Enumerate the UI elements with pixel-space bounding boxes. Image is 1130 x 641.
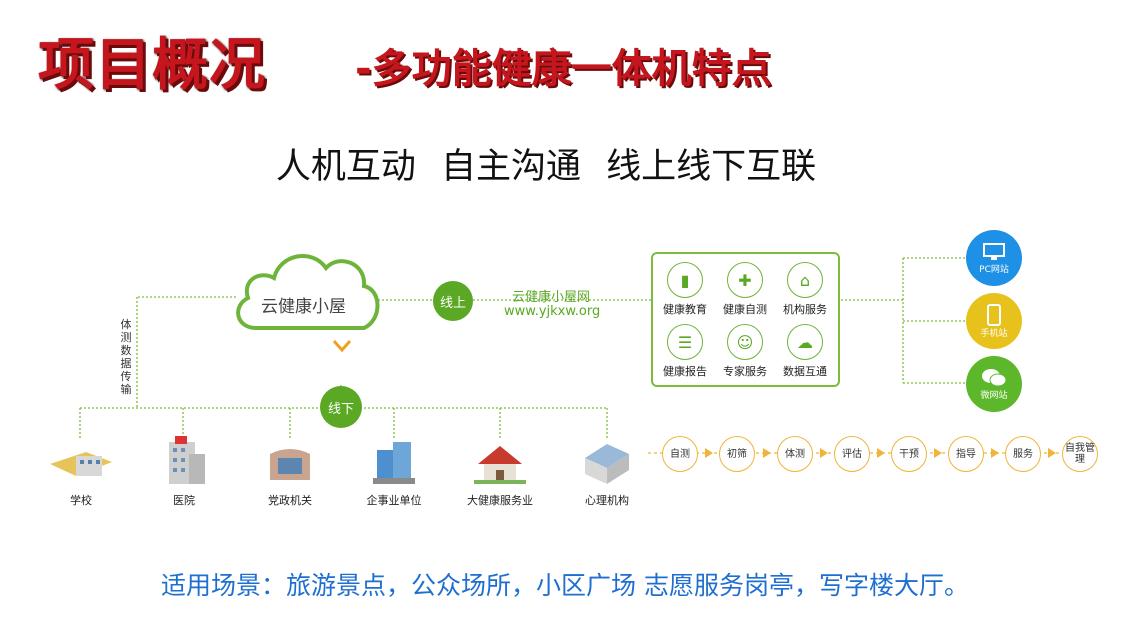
venue-health-service: 大健康服务业 (455, 442, 545, 508)
page-title: 项目概况 (38, 33, 266, 98)
site-url[interactable]: www.yjkxw.org (504, 304, 601, 319)
offline-badge: 线下 (320, 386, 362, 428)
government-icon (270, 449, 310, 480)
doctor-icon: ☺ (727, 324, 763, 360)
service-item[interactable]: ▮ 健康教育 (655, 262, 715, 317)
arrow-icon (1048, 448, 1056, 458)
flow-step: 服务 (1005, 436, 1041, 472)
flow-step: 初筛 (719, 436, 755, 472)
flow-step: 体测 (777, 436, 813, 472)
hub-label: 云健康小屋 (261, 297, 346, 317)
channel-pc[interactable]: PC网站 (966, 230, 1022, 286)
venue-psych: 心理机构 (562, 438, 652, 508)
cloud-sync-icon: ☁ (787, 324, 823, 360)
hospital-icon (169, 436, 205, 484)
arrow-icon (763, 448, 771, 458)
monitor-icon (983, 242, 1005, 260)
page-subtitle: -多功能健康一体机特点 (355, 46, 772, 92)
book-icon: ▮ (667, 262, 703, 298)
flow-step: 自测 (662, 436, 698, 472)
school-icon (50, 452, 112, 476)
cloud-icon (236, 253, 380, 330)
office-building-icon (373, 442, 415, 484)
site-name: 云健康小屋网 (512, 290, 591, 305)
house-icon (474, 446, 526, 484)
data-transfer-label: 体测数据传输 (120, 318, 132, 396)
venue-school: 学校 (36, 442, 126, 508)
report-icon: ☰ (667, 324, 703, 360)
service-item[interactable]: ✚ 健康自测 (715, 262, 775, 317)
venue-enterprise: 企事业单位 (349, 438, 439, 508)
flow-step: 指导 (948, 436, 984, 472)
venue-hospital: 医院 (139, 434, 229, 508)
online-badge: 线上 (433, 281, 473, 321)
service-item[interactable]: ☰ 健康报告 (655, 324, 715, 379)
slogan: 人机互动 自主沟通 线上线下互联 (275, 147, 817, 187)
scenario-text: 适用场景：旅游景点，公众场所，小区广场 志愿服务岗亭，写字楼大厅。 (161, 571, 969, 600)
flow-step: 评估 (834, 436, 870, 472)
channel-wechat[interactable]: 微网站 (966, 356, 1022, 412)
arrow-icon (705, 448, 713, 458)
wechat-icon (982, 368, 1007, 386)
flow-step: 干预 (891, 436, 927, 472)
arrow-icon (934, 448, 942, 458)
phone-icon (987, 303, 1001, 326)
venue-government: 党政机关 (245, 440, 335, 508)
service-item[interactable]: ☺ 专家服务 (715, 324, 775, 379)
arrow-icon (991, 448, 999, 458)
medical-kit-icon: ✚ (727, 262, 763, 298)
clinic-icon (585, 444, 629, 484)
flow-step: 自我管理 (1062, 436, 1098, 472)
service-item[interactable]: ☁ 数据互通 (775, 324, 835, 379)
service-item[interactable]: ⌂ 机构服务 (775, 262, 835, 317)
arrow-icon (820, 448, 828, 458)
channel-mobile[interactable]: 手机站 (966, 293, 1022, 349)
institution-icon: ⌂ (787, 262, 823, 298)
services-panel: ▮ 健康教育 ✚ 健康自测 ⌂ 机构服务 ☰ 健康报告 ☺ 专家服务 ☁ 数据互… (651, 252, 840, 387)
arrow-icon (877, 448, 885, 458)
